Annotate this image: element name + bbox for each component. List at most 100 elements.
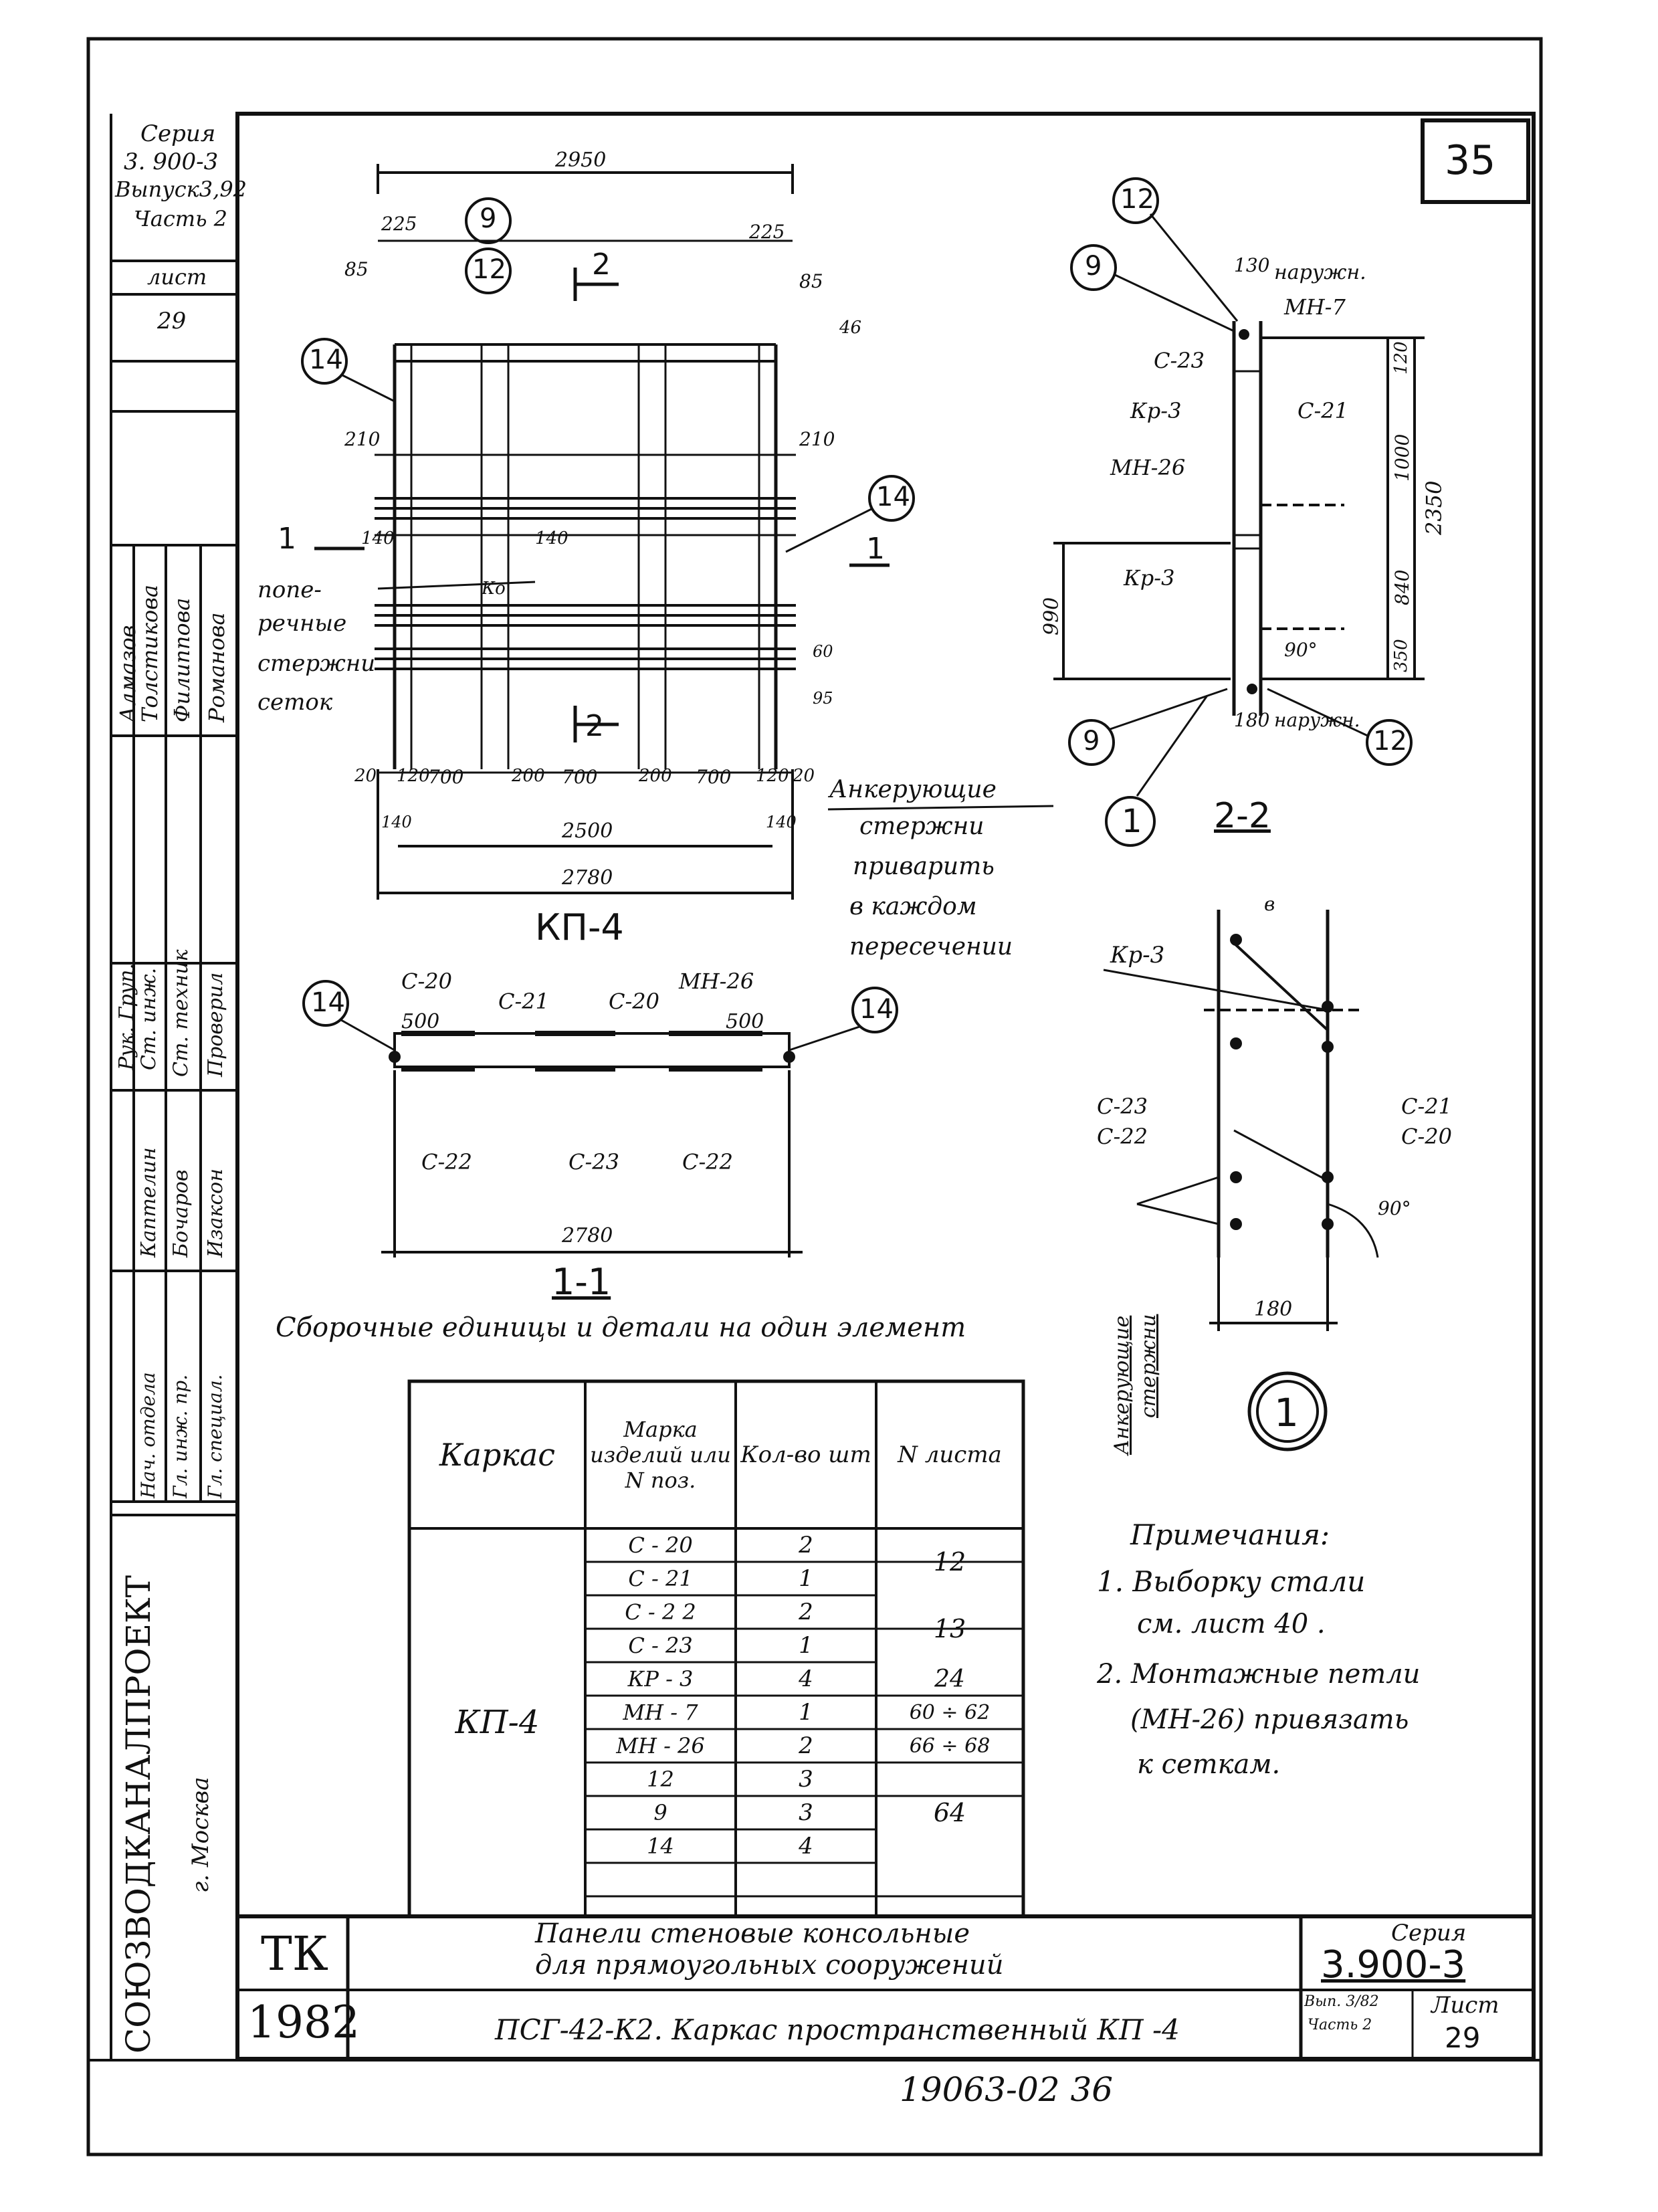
dim-700-c: 700 (696, 766, 732, 788)
label-90-s22: 90° (1284, 639, 1318, 661)
label-ko: Ко (482, 579, 506, 599)
section-2-2-caption: 2-2 (1214, 796, 1271, 836)
table-header-sheet: N листа (898, 1441, 1002, 1468)
section-mark-2-bottom: 2 (585, 709, 604, 743)
dim-210-right: 210 (799, 428, 835, 450)
section-mark-1-right: 1 (866, 532, 885, 566)
sig-name-2: Толстикова (137, 585, 163, 722)
table-sheet-13: 13 (933, 1614, 966, 1643)
label-kp3-b: Кр-3 (1124, 565, 1175, 591)
callout-1-s22: 1 (1122, 803, 1142, 840)
anchor-note-2: стержни (859, 813, 985, 840)
dim-120-left: 120 (397, 766, 430, 786)
dim-200-a: 200 (512, 766, 545, 786)
table-row-qty (736, 1863, 876, 1896)
label-c23-s11: С-23 (568, 1149, 620, 1175)
stamp-sheet-label: лист (147, 264, 207, 290)
label-c23-s22: С-23 (1154, 348, 1205, 373)
table-sheet-66-68: 66 ÷ 68 (909, 1734, 991, 1758)
table-row-mark: 9 (653, 1800, 667, 1825)
table-sheet-60-62: 60 ÷ 62 (909, 1700, 991, 1724)
sig-role-7: Гл. специал. (204, 1374, 226, 1498)
table-sheet-64: 64 (933, 1798, 966, 1827)
stamp-issue: Выпуск3,92 (115, 177, 247, 202)
table-row-qty: 3 (799, 1799, 813, 1826)
title-block-sheet-label: Лист (1431, 1992, 1499, 2019)
label-c23-detail: С-23 (1097, 1094, 1148, 1119)
table-row-qty: 1 (799, 1565, 813, 1592)
dim-140-inner-right: 140 (766, 813, 797, 831)
note-transverse-3: стержни (257, 650, 376, 677)
label-c22-left: С-22 (421, 1149, 473, 1175)
callout-12-s22-top: 12 (1120, 184, 1154, 215)
notes-line-1: 1. Выборку стали (1097, 1565, 1366, 1598)
callout-14-plan-right: 14 (876, 482, 910, 512)
dim-1000-s22: 1000 (1391, 433, 1413, 482)
table-row-mark: 12 (647, 1767, 674, 1792)
table-row-mark: МН - 7 (623, 1700, 698, 1725)
dim-20-left: 20 (354, 766, 377, 786)
table-row-mark: КР - 3 (627, 1666, 694, 1692)
dim-2950: 2950 (555, 148, 607, 172)
title-block-year: 1982 (247, 1997, 360, 2048)
table-row-mark: 14 (647, 1833, 674, 1859)
notes-line-5: к сеткам. (1137, 1749, 1281, 1780)
sig-name-3: Филиппова (169, 597, 195, 722)
dim-350-s22: 350 (1391, 639, 1411, 672)
label-b-detail: в (1264, 893, 1275, 915)
table-row-mark: МН - 26 (616, 1733, 705, 1758)
sig-role-1: Рук. Груп. (115, 963, 138, 1070)
note-transverse-4: сеток (257, 689, 333, 716)
dim-140-inner-left: 140 (381, 813, 412, 831)
label-anchor2-detail: стержни (1137, 1314, 1160, 1418)
callout-9-s22-bottom: 9 (1083, 726, 1100, 757)
table-row-qty: 1 (799, 1632, 813, 1659)
dim-225-right: 225 (749, 221, 785, 243)
sig-role-2: Ст. инж. (137, 967, 161, 1070)
org-name: СОЮЗВОДКАНАЛПРОЕКТ (119, 1575, 158, 2053)
title-block-line-2: для прямоугольных сооружений (535, 1950, 1004, 1981)
sig-role-3: Ст. техник (169, 949, 193, 1077)
sig-role-4: Проверил (204, 972, 227, 1077)
sheet-number-badge: 35 (1445, 137, 1496, 184)
table-header-mark: Марка изделий или N поз. (590, 1417, 731, 1493)
anchor-note-1: Анкерующие (829, 776, 997, 803)
dim-990-s22: 990 (1040, 597, 1063, 635)
dim-60: 60 (813, 642, 833, 661)
label-mn7: МН-7 (1284, 294, 1346, 320)
title-block-tk: ТК (261, 1926, 328, 1981)
title-block-sheet-value: 29 (1445, 2021, 1481, 2054)
table-frame-value: КП-4 (455, 1704, 540, 1741)
notes-line-2: см. лист 40 . (1137, 1609, 1326, 1639)
label-kp3-a: Кр-3 (1130, 398, 1182, 423)
label-c20-left: С-20 (401, 969, 453, 994)
dim-20-right: 20 (793, 766, 815, 786)
label-c21-s22: С-21 (1298, 398, 1349, 423)
table-row-mark (585, 1863, 736, 1896)
table-row-qty: 4 (799, 1833, 813, 1859)
table-row-qty: 4 (799, 1666, 813, 1692)
dim-225-left: 225 (381, 213, 417, 235)
table-row-mark: С - 20 (628, 1532, 693, 1558)
label-outer-bottom: наружн. (1274, 709, 1360, 731)
notes-heading: Примечания: (1130, 1518, 1330, 1551)
label-130: 130 (1234, 254, 1270, 276)
table-sheet-12: 12 (933, 1547, 966, 1577)
label-mn26-s22: МН-26 (1110, 455, 1186, 480)
dim-46: 46 (839, 318, 862, 338)
plan-caption: КП-4 (535, 906, 624, 948)
sig-name-6: Бочаров (169, 1169, 193, 1258)
title-block-line-1: Панели стеновые консольные (535, 1918, 970, 1949)
callout-14-plan-left: 14 (309, 344, 343, 375)
label-90-detail: 90° (1378, 1197, 1411, 1219)
table-row-qty: 2 (799, 1732, 813, 1759)
sig-name-4: Романова (204, 612, 229, 722)
section-mark-2-top: 2 (592, 247, 611, 282)
footer-number: 19063-02 36 (900, 2070, 1114, 2109)
dim-2780-plan: 2780 (562, 866, 613, 890)
label-c20-right: С-20 (609, 989, 660, 1014)
title-block-subtitle: ПСГ-42-К2. Каркас пространственный КП -4 (495, 2013, 1180, 2046)
dim-500-left: 500 (401, 1010, 440, 1033)
dim-700-b: 700 (562, 766, 598, 788)
